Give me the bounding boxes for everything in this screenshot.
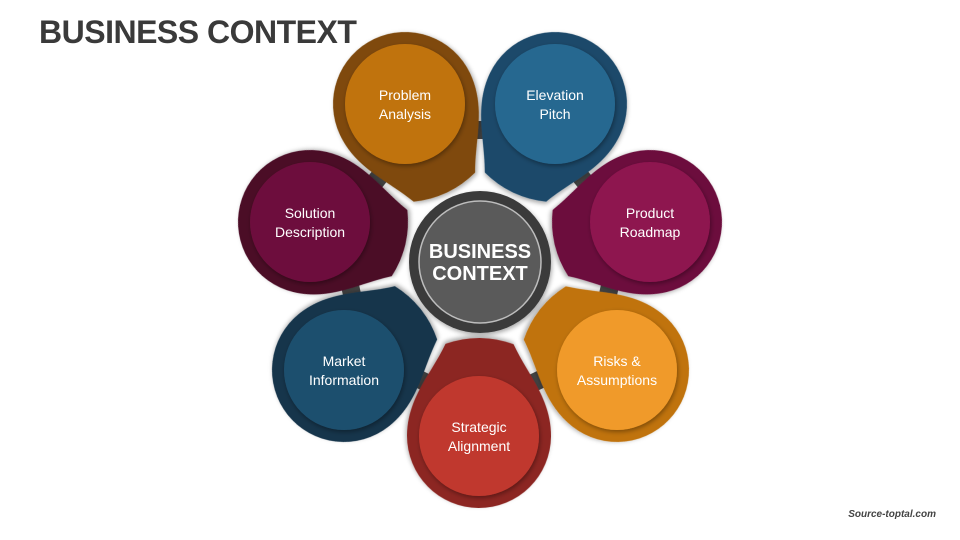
petal-label-line: Analysis [379, 106, 431, 122]
petal-circle [557, 310, 677, 430]
source-credit: Source-toptal.com [848, 509, 936, 520]
petal-label-line: Assumptions [577, 372, 657, 388]
petal-label-line: Alignment [448, 438, 510, 454]
petal-circle [419, 376, 539, 496]
petal-risks-assumptions: Risks & Assumptions [523, 286, 689, 442]
petal-circle [345, 44, 465, 164]
petal-label-line: Elevation [526, 87, 584, 103]
petal-label-line: Description [275, 224, 345, 240]
petals: ProblemAnalysisElevationPitchProductRoad… [238, 32, 722, 508]
petal-label-line: Information [309, 372, 379, 388]
petal-label-line: Solution [285, 205, 336, 221]
center-label-line-1: BUSINESS [429, 241, 531, 263]
petal-label-line: Market [323, 353, 366, 369]
petal-label-line: Product [626, 205, 674, 221]
petal-label-line: Roadmap [620, 224, 681, 240]
center-label-line-2: CONTEXT [432, 263, 528, 285]
petal-label-line: Risks & [593, 353, 641, 369]
petal-circle [250, 162, 370, 282]
petal-circle [284, 310, 404, 430]
page-title: BUSINESS CONTEXT [39, 14, 357, 50]
center-circle [418, 200, 542, 324]
petal-label-line: Pitch [539, 106, 570, 122]
petal-circle [590, 162, 710, 282]
petal-circle [495, 44, 615, 164]
petal-label-line: Problem [379, 87, 431, 103]
center-hub: BUSINESS CONTEXT [409, 191, 551, 333]
petal-label-line: Strategic [451, 419, 506, 435]
